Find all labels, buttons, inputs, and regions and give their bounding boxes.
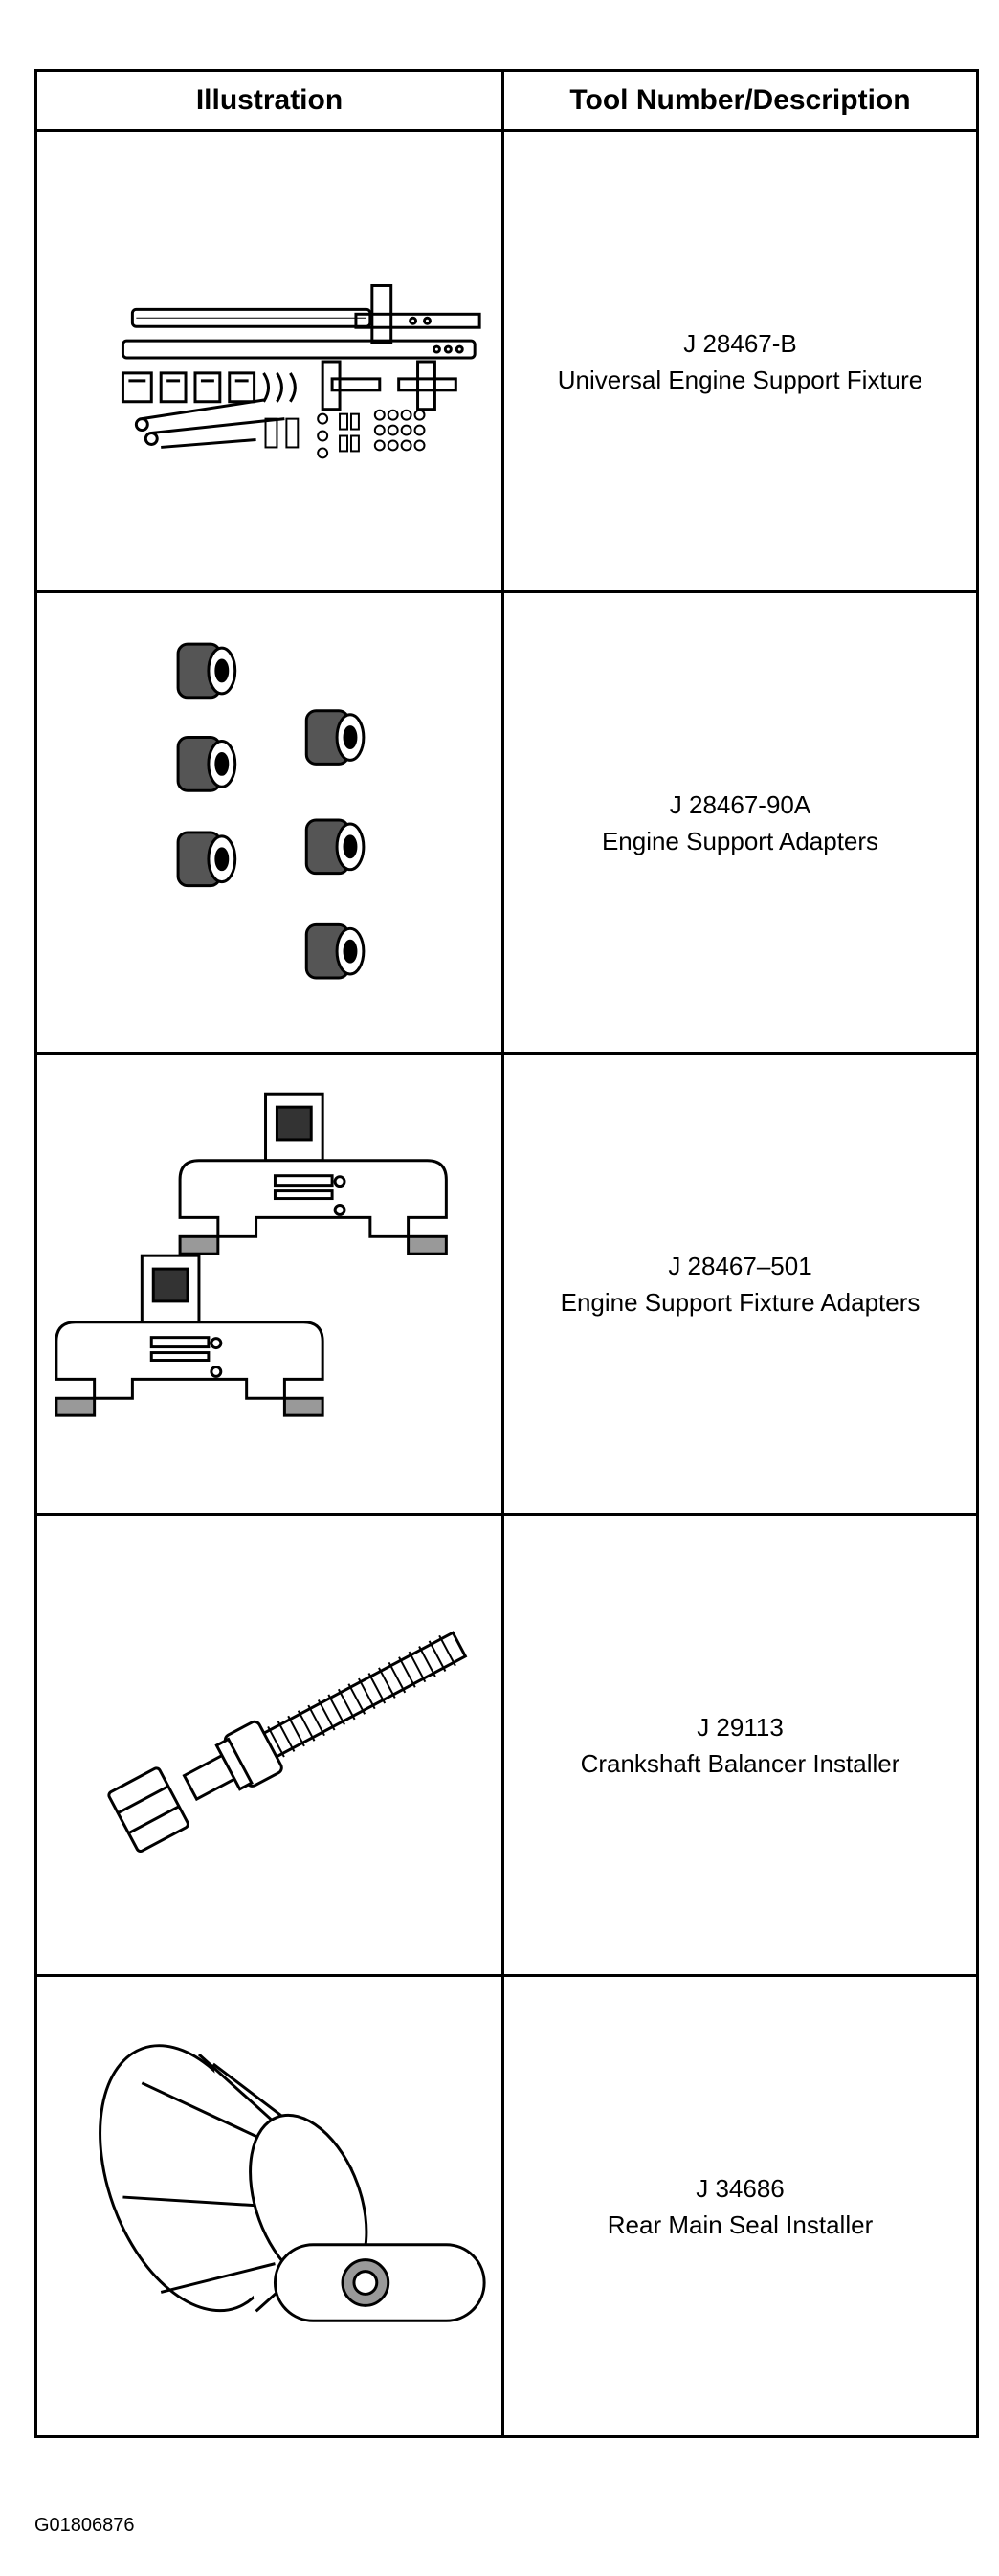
rear-seal-installer-icon <box>99 2044 486 2322</box>
tool-description: Engine Support Adapters <box>601 826 879 855</box>
special-tools-table: Illustration Tool Number/Description <box>34 69 979 2438</box>
table-row: J 29113 Crankshaft Balancer Installer <box>34 1513 979 1977</box>
support-adapters-icon <box>176 642 366 980</box>
balancer-installer-icon <box>107 1631 468 1853</box>
table-row: J 28467-B Universal Engine Support Fixtu… <box>34 129 979 593</box>
tool-number: J 28467-B <box>683 328 797 358</box>
tool-number: J 34686 <box>696 2173 785 2203</box>
tool-number: J 28467-90A <box>669 789 811 819</box>
illustration-cell <box>34 1974 504 2438</box>
tool-description: Universal Engine Support Fixture <box>557 365 923 394</box>
header-tool-description: Tool Number/Description <box>501 69 979 132</box>
tool-number: J 29113 <box>697 1712 784 1742</box>
illustration-cell <box>34 1513 504 1977</box>
table-row: J 34686 Rear Main Seal Installer <box>34 1974 979 2438</box>
tool-description: Rear Main Seal Installer <box>607 2210 874 2239</box>
illustration-cell <box>34 129 504 593</box>
illustration-cell <box>34 1052 504 1516</box>
tool-cell: J 29113 Crankshaft Balancer Installer <box>501 1513 979 1977</box>
tool-cell: J 28467-90A Engine Support Adapters <box>501 590 979 1055</box>
tool-cell: J 34686 Rear Main Seal Installer <box>501 1974 979 2438</box>
header-row: Illustration Tool Number/Description <box>34 69 979 132</box>
tool-description: Engine Support Fixture Adapters <box>560 1287 921 1317</box>
tool-number: J 28467–501 <box>668 1251 812 1280</box>
illustration-cell <box>34 590 504 1055</box>
fixture-adapters-icon <box>55 1092 448 1417</box>
tool-description: Crankshaft Balancer Installer <box>580 1748 900 1778</box>
table-row: J 28467–501 Engine Support Fixture Adapt… <box>34 1052 979 1516</box>
tool-cell: J 28467-B Universal Engine Support Fixtu… <box>501 129 979 593</box>
header-illustration: Illustration <box>34 69 504 132</box>
tool-cell: J 28467–501 Engine Support Fixture Adapt… <box>501 1052 979 1516</box>
table-row: J 28467-90A Engine Support Adapters <box>34 590 979 1055</box>
figure-id: G01806876 <box>34 2515 135 2536</box>
engine-support-fixture-kit-icon <box>121 283 481 459</box>
